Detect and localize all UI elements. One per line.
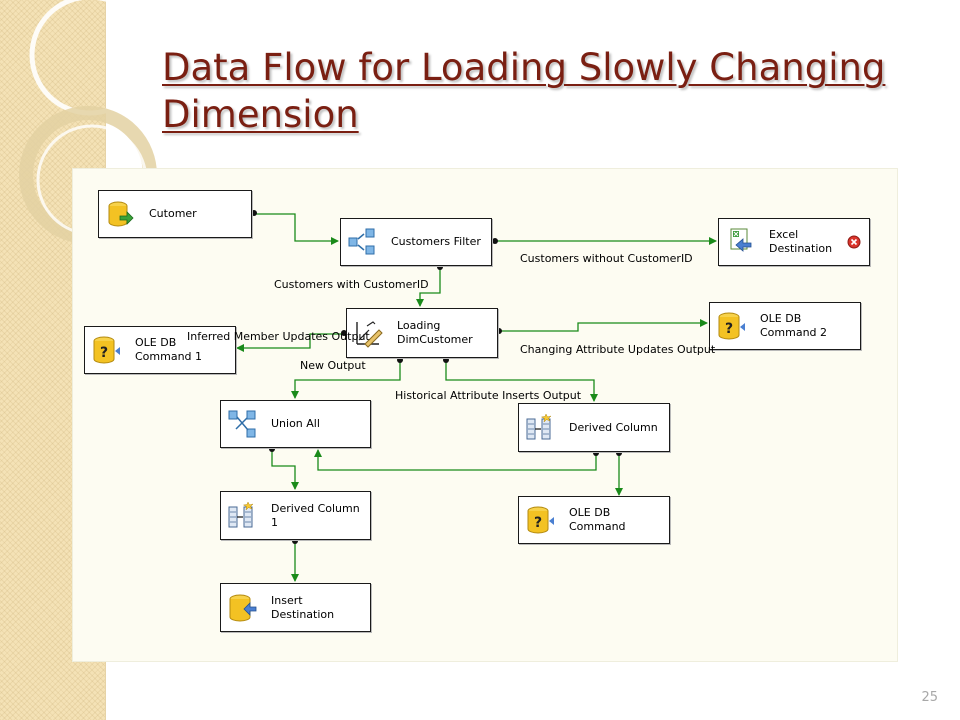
component-label: Union All [271, 417, 320, 430]
path-changing-attribute-updates[interactable] [499, 319, 708, 332]
ole-db-command-icon: ? [527, 506, 554, 534]
conditional-split-icon [348, 228, 375, 255]
component-label: Insert Destination [271, 593, 335, 621]
component-label: Cutomer [149, 207, 197, 220]
component-derived-column-1[interactable]: Derived Column 1 [220, 491, 371, 540]
component-insert-destination[interactable]: Insert Destination [220, 583, 371, 632]
component-ole-db-command-1[interactable]: ? OLE DB Command 1 [84, 326, 236, 374]
component-ole-db-command[interactable]: ? OLE DB Command [518, 496, 670, 544]
path-historical-attribute-inserts[interactable] [445, 360, 598, 402]
component-label: OLE DB Command 2 [760, 312, 828, 339]
path-customer-to-filter[interactable] [253, 213, 339, 245]
page-number: 25 [921, 690, 938, 705]
component-label: Derived Column [569, 420, 658, 434]
path-label-historical-attribute-inserts: Historical Attribute Inserts Output [395, 389, 582, 402]
path-union-to-derived-column-1[interactable] [271, 449, 299, 490]
path-label-changing-attribute-updates: Changing Attribute Updates Output [520, 343, 716, 356]
component-excel-destination[interactable]: Excel Destination [718, 218, 870, 266]
component-label: Loading DimCustomer [397, 319, 473, 346]
path-label-customers-with-customerid: Customers with CustomerID [274, 278, 429, 291]
derived-column-icon [526, 412, 552, 439]
path-filter-with-customerid[interactable] [416, 267, 441, 307]
database-source-icon [108, 201, 134, 227]
slide-title-line-1: Data Flow for Loading Slowly Changing [162, 46, 886, 89]
slide-title: Data Flow for Loading Slowly Changing Di… [162, 44, 922, 138]
ole-db-command-icon: ? [93, 336, 120, 364]
path-label-inferred-member-updates: Inferred Member Updates Output [187, 330, 370, 343]
component-ole-db-command-2[interactable]: ? OLE DB Command 2 [709, 302, 861, 350]
path-derived-column-to-union-all[interactable] [314, 449, 597, 471]
path-label-customers-without-customerid: Customers without CustomerID [520, 252, 693, 265]
excel-destination-icon [730, 228, 752, 252]
svg-text:?: ? [725, 321, 733, 337]
svg-text:?: ? [534, 515, 542, 531]
component-customers-filter[interactable]: Customers Filter [340, 218, 492, 266]
component-label: Customers Filter [391, 235, 481, 248]
derived-column-icon [228, 500, 254, 527]
component-derived-column[interactable]: Derived Column [518, 403, 670, 452]
path-inferred-member-updates[interactable] [236, 333, 344, 352]
slide-title-line-2: Dimension [162, 93, 359, 136]
component-label: OLE DB Command [569, 506, 626, 533]
component-label: Derived Column 1 [271, 501, 360, 529]
component-customer-source[interactable]: Cutomer [98, 190, 252, 238]
error-icon[interactable] [847, 235, 861, 249]
component-label: OLE DB Command 1 [135, 336, 203, 363]
union-all-icon [228, 410, 256, 438]
slowly-changing-dimension-icon [356, 321, 383, 348]
component-union-all[interactable]: Union All [220, 400, 371, 448]
path-new-output[interactable] [291, 360, 401, 399]
path-label-new-output: New Output [300, 359, 366, 372]
ole-db-command-icon: ? [718, 312, 745, 340]
svg-text:?: ? [100, 345, 108, 361]
component-loading-dimcustomer[interactable]: Loading DimCustomer [346, 308, 498, 358]
component-label: Excel Destination [769, 228, 833, 255]
database-destination-icon [229, 594, 257, 621]
